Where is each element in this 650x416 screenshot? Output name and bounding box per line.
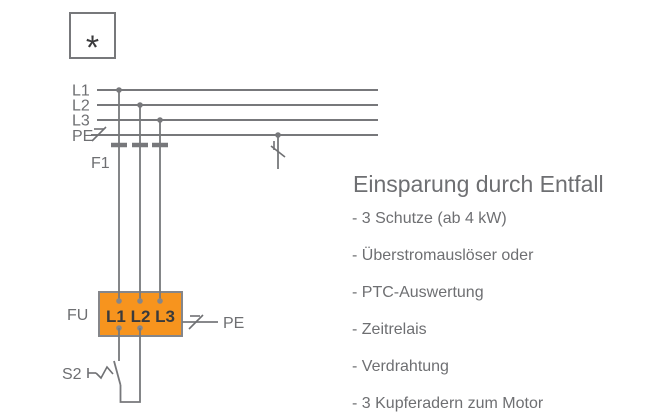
pe-marker-icon [91, 126, 107, 142]
info-item-4: - Zeitrelais [352, 321, 427, 338]
inverter-terminals-label: L1 L2 L3 [106, 307, 175, 326]
note-symbol-box [69, 12, 116, 59]
switch-blade [113, 360, 122, 386]
fuse-label: F1 [91, 155, 110, 172]
bus-label-l3: L3 [72, 113, 90, 130]
junction-dot-l3 [157, 117, 163, 123]
inverter-terminal-dot-l2 [137, 298, 143, 304]
inverter-label: FU [67, 307, 88, 324]
switch-return-wire [119, 328, 141, 403]
info-item-6: - 3 Kupferadern zum Motor [352, 395, 544, 412]
inverter-pe-label: PE [223, 315, 244, 332]
junction-dot-l1 [116, 87, 122, 93]
bus-label-pe: PE [72, 128, 93, 145]
info-item-5: - Verdrahtung [352, 358, 449, 375]
switch-label: S2 [62, 366, 82, 383]
pe-tap-marker-icon [270, 141, 286, 158]
inverter-terminal-dot-l1 [116, 298, 122, 304]
info-list: - 3 Schutze (ab 4 kW) - Überstromauslöse… [352, 200, 647, 416]
bus-label-l2: L2 [72, 98, 90, 115]
junction-dot-l2 [137, 102, 143, 108]
bus-label-l1: L1 [72, 83, 90, 100]
inverter-pe-marker-icon [188, 314, 204, 330]
info-item-3: - PTC-Auswertung [352, 284, 484, 301]
switch-actuator-icon [87, 365, 114, 380]
info-item-2: - Überstromauslöser oder [352, 247, 534, 264]
note-asterisk: * [86, 29, 99, 67]
info-heading: Einsparung durch Entfall [353, 171, 604, 197]
inverter-terminal-dot-l3 [157, 298, 163, 304]
info-item-1: - 3 Schutze (ab 4 kW) [352, 210, 507, 227]
